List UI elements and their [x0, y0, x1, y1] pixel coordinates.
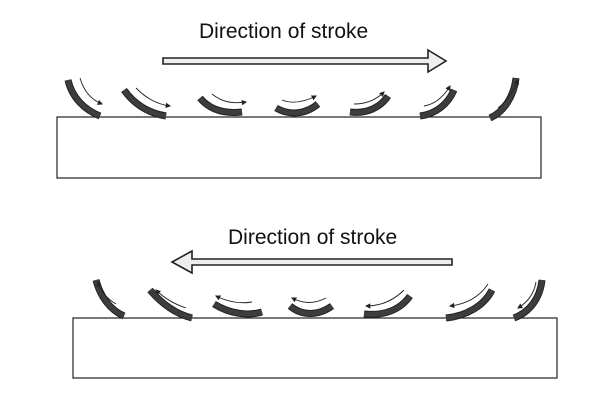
- bottom-bristle: [363, 289, 413, 318]
- bottom-bristle: [512, 279, 546, 322]
- bottom-bristle: [445, 283, 496, 322]
- top-bristle: [274, 95, 321, 117]
- bottom-bristle: [287, 297, 335, 317]
- bottom-bristles: [92, 279, 546, 322]
- bottom-panel: [72, 249, 558, 379]
- top-bristle: [121, 87, 172, 120]
- bottom-bristle: [92, 279, 126, 320]
- top-panel: [56, 48, 542, 179]
- bottom-stroke-arrow: [170, 249, 453, 275]
- bottom-bristle: [147, 287, 193, 322]
- top-bristle: [64, 77, 104, 120]
- bottom-surface-block: [72, 317, 558, 379]
- top-bristles: [64, 77, 520, 122]
- top-bristle: [349, 91, 391, 116]
- bottom-stroke-label: Direction of stroke: [228, 226, 398, 249]
- bottom-bristle: [212, 295, 263, 318]
- top-stroke-arrow: [162, 48, 448, 74]
- top-surface-block: [56, 116, 542, 179]
- top-bristle: [197, 93, 248, 116]
- top-bristle: [419, 85, 458, 120]
- top-bristle: [488, 77, 520, 122]
- top-stroke-label: Direction of stroke: [199, 20, 369, 43]
